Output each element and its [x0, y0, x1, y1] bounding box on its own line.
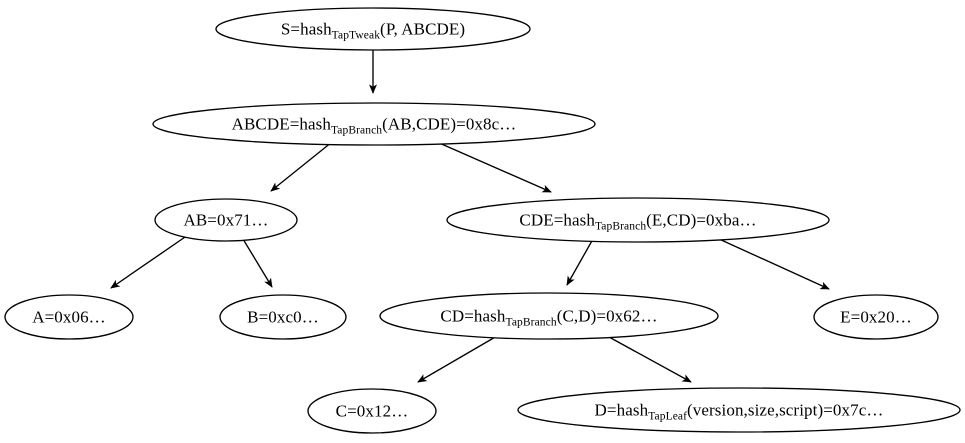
edge-abcde-to-ab — [270, 141, 333, 192]
node-ellipse-AB[interactable] — [154, 198, 298, 242]
node-ellipse-CD[interactable] — [379, 292, 719, 340]
edge-cde-to-cd — [566, 238, 594, 286]
edge-cd-to-d — [608, 336, 692, 383]
node-ellipse-ABCDE[interactable] — [152, 102, 596, 146]
node-ellipse-CDE[interactable] — [446, 197, 830, 243]
nodes-layer — [4, 7, 961, 434]
node-ellipse-E[interactable] — [813, 294, 939, 340]
edge-cd-to-c — [417, 335, 498, 383]
node-ellipse-A[interactable] — [4, 294, 134, 340]
edge-cde-to-e — [718, 238, 830, 290]
node-ellipse-C[interactable] — [307, 388, 437, 434]
node-ellipse-S[interactable] — [215, 7, 531, 51]
node-ellipse-B[interactable] — [219, 294, 347, 340]
edge-ab-to-a — [110, 234, 189, 289]
node-ellipse-D[interactable] — [517, 387, 961, 433]
edge-abcde-to-cde — [436, 141, 552, 193]
edge-ab-to-b — [242, 238, 273, 288]
edges-layer — [110, 50, 830, 383]
